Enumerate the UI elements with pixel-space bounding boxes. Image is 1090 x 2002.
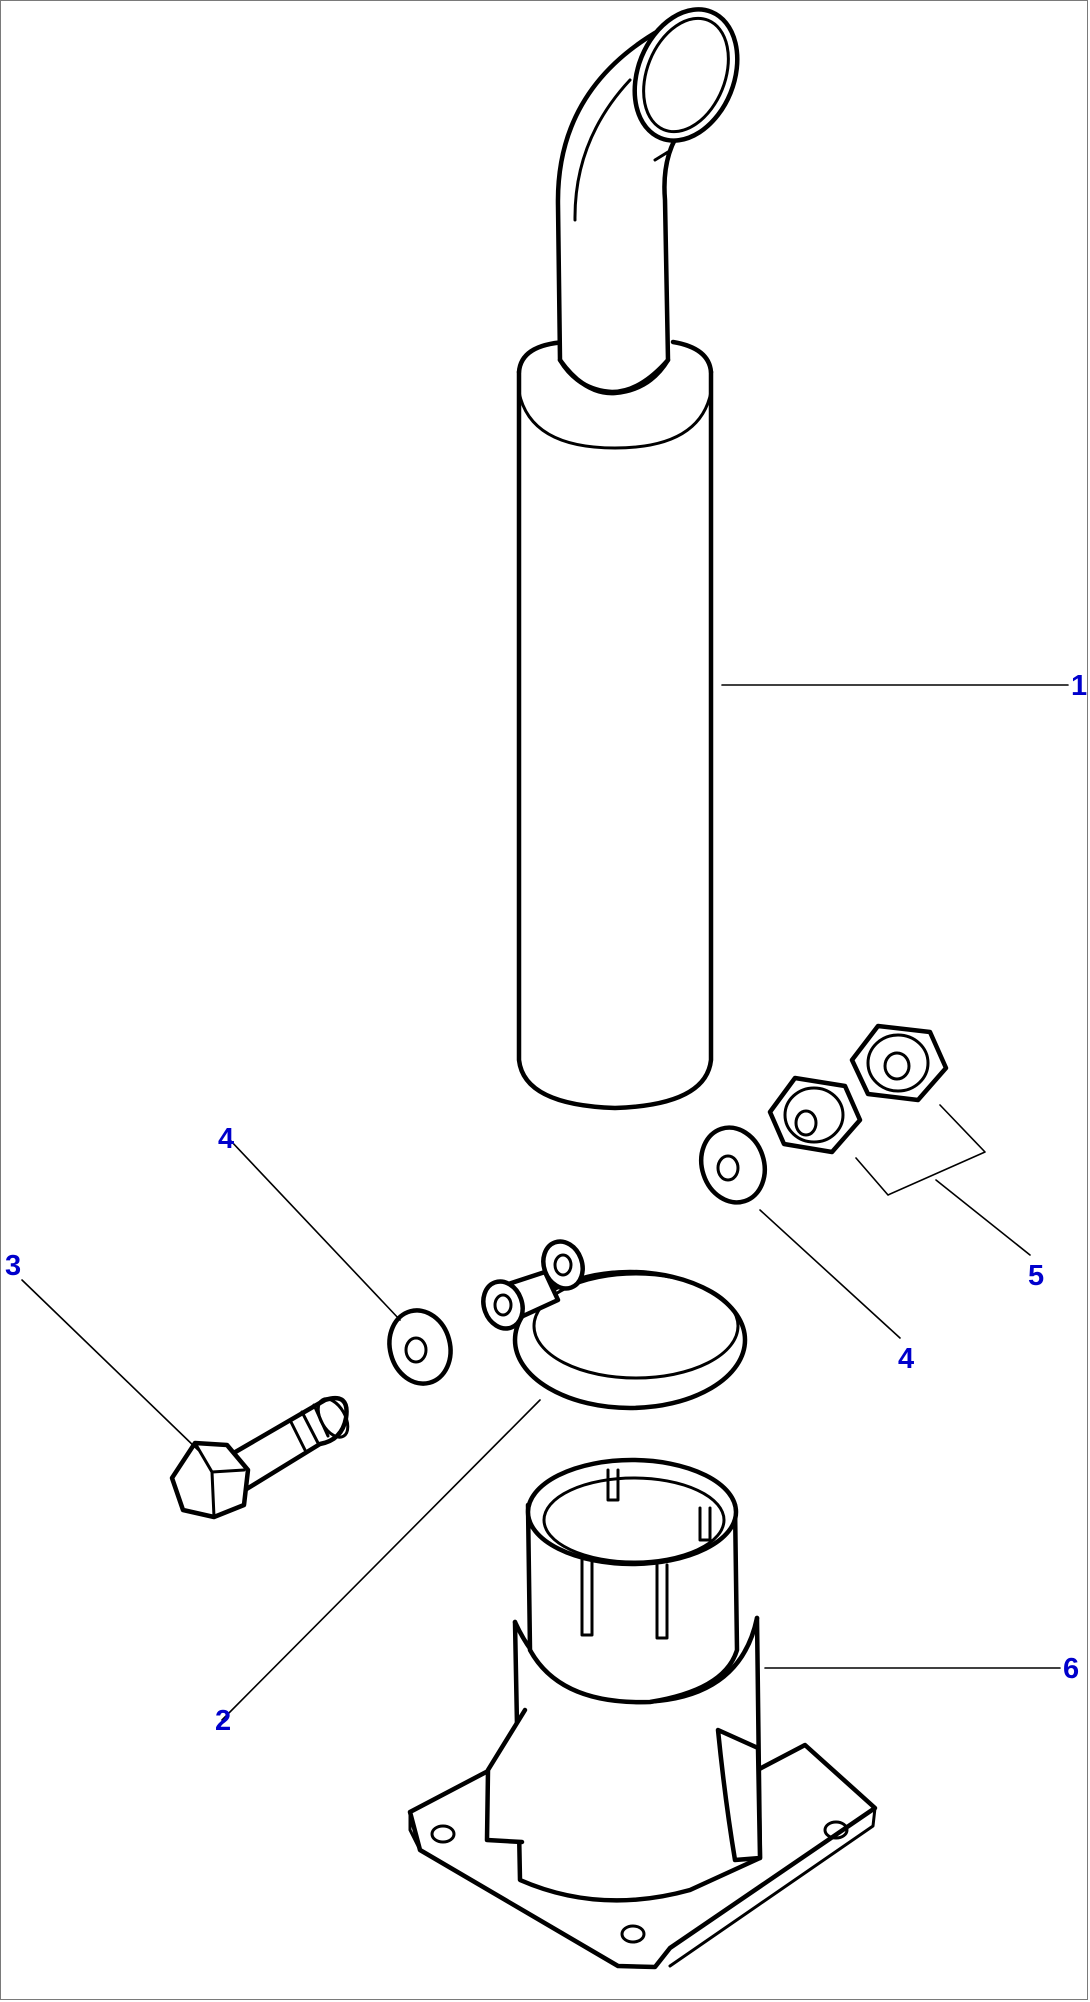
- callout-5: 5: [1028, 1260, 1044, 1292]
- callout-2: 2: [215, 1705, 231, 1737]
- leader-4a: [229, 1139, 401, 1321]
- part-2-clamp: [481, 1239, 748, 1411]
- part-1-exhaust-pipe: [516, 7, 740, 1111]
- leader-5-bracket: [855, 1104, 986, 1196]
- callout-4-left: 4: [218, 1123, 234, 1155]
- leader-3: [21, 1279, 199, 1451]
- part-6-base-stand: [407, 1457, 878, 1970]
- leader-2: [221, 1399, 541, 1721]
- leader-4b: [759, 1209, 901, 1339]
- callout-6: 6: [1063, 1653, 1079, 1685]
- part-4-washer-left: [387, 1308, 453, 1386]
- part-5-nut-upper: [849, 1023, 949, 1103]
- leader-lines: [21, 684, 1069, 1721]
- part-5-nut-lower: [767, 1075, 863, 1155]
- callout-4-right: 4: [898, 1343, 914, 1375]
- leader-5: [935, 1179, 1031, 1256]
- part-4-washer-right: [699, 1125, 767, 1205]
- callout-3: 3: [5, 1250, 21, 1282]
- callout-1: 1: [1071, 670, 1087, 702]
- part-3-hex-bolt: [169, 1395, 350, 1520]
- callouts: 1 2 3 4 4 5 6: [5, 670, 1087, 1737]
